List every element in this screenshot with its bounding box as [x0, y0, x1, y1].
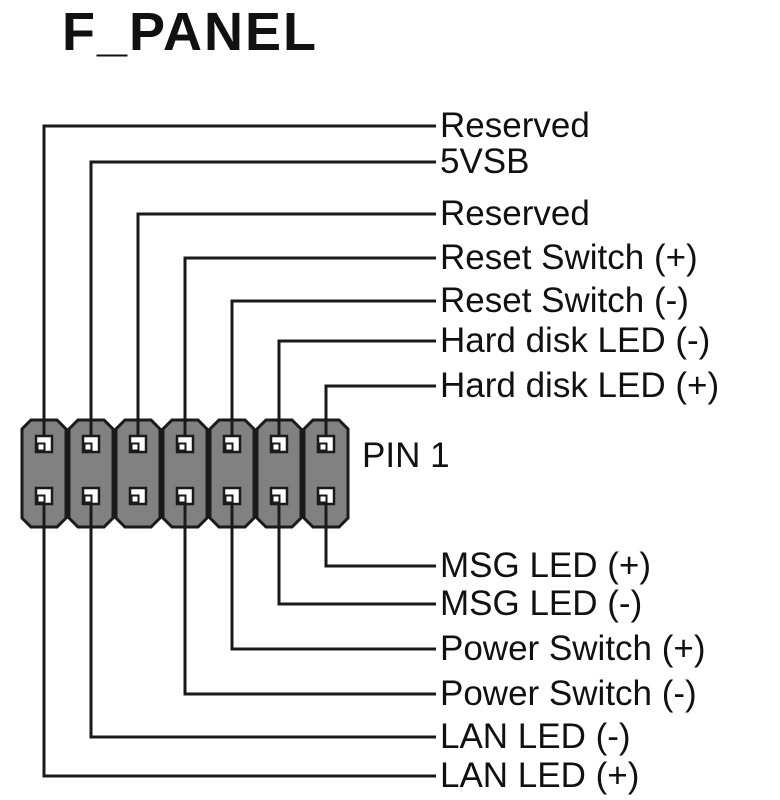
- pin-tip-col5-top: [224, 442, 234, 452]
- connector-column-4: [161, 418, 209, 529]
- pin-function-label-top-2: 5VSB: [440, 142, 530, 181]
- diagram-title: F_PANEL: [62, 2, 319, 62]
- pin-tip-col3-bottom: [130, 494, 140, 504]
- pin-function-label-top-7: Hard disk LED (+): [440, 366, 720, 405]
- pin-function-label-bottom-1: MSG LED (+): [440, 546, 652, 585]
- pin-tip-col4-top: [177, 442, 187, 452]
- pin-tip-col6-bottom: [271, 494, 281, 504]
- connector-column-7: [302, 418, 350, 529]
- pin-tip-col5-bottom: [224, 494, 234, 504]
- pin-function-label-bottom-2: MSG LED (-): [440, 584, 643, 623]
- wire-top-1: [42, 124, 436, 437]
- pin1-label: PIN 1: [362, 436, 450, 475]
- connector-header-body: [20, 418, 350, 529]
- pin-function-label-top-3: Reserved: [440, 194, 590, 233]
- wire-top-3: [136, 212, 436, 437]
- wire-bottom-5: [230, 503, 436, 651]
- wire-top-6: [277, 339, 436, 437]
- wire-bottom-6: [277, 503, 436, 606]
- connector-column-5: [208, 418, 256, 529]
- wire-bottom-7: [324, 503, 436, 568]
- wire-top-4: [183, 256, 436, 437]
- pin-tip-col1-top: [36, 442, 46, 452]
- connector-column-6: [255, 418, 303, 529]
- pin-function-label-top-1: Reserved: [440, 106, 590, 145]
- pin-tip-col3-top: [130, 442, 140, 452]
- connector-column-3: [114, 418, 162, 529]
- pin-function-label-bottom-3: Power Switch (+): [440, 629, 706, 668]
- pin-tip-col7-top: [318, 442, 328, 452]
- pin-tip-col1-bottom: [36, 494, 46, 504]
- pin-tip-col4-bottom: [177, 494, 187, 504]
- pin-tip-col7-bottom: [318, 494, 328, 504]
- connector-column-2: [67, 418, 115, 529]
- wire-top-2: [89, 160, 436, 437]
- wire-top-7: [324, 384, 436, 437]
- pin-function-label-bottom-4: Power Switch (-): [440, 674, 697, 713]
- pin-function-label-bottom-5: LAN LED (-): [440, 717, 631, 756]
- wire-bottom-4: [183, 503, 436, 696]
- wire-top-5: [230, 299, 436, 437]
- pin-tip-col6-top: [271, 442, 281, 452]
- pin-function-label-bottom-6: LAN LED (+): [440, 756, 640, 795]
- pin-tip-col2-top: [83, 442, 93, 452]
- pin-function-label-top-6: Hard disk LED (-): [440, 321, 711, 360]
- pin-function-label-top-4: Reset Switch (+): [440, 238, 698, 277]
- pin-tip-col2-bottom: [83, 494, 93, 504]
- connector-column-1: [20, 418, 68, 529]
- wire-bottom-1: [42, 503, 436, 778]
- wire-lines: [42, 124, 436, 778]
- wire-bottom-2: [89, 503, 436, 739]
- pin-function-label-top-5: Reset Switch (-): [440, 281, 689, 320]
